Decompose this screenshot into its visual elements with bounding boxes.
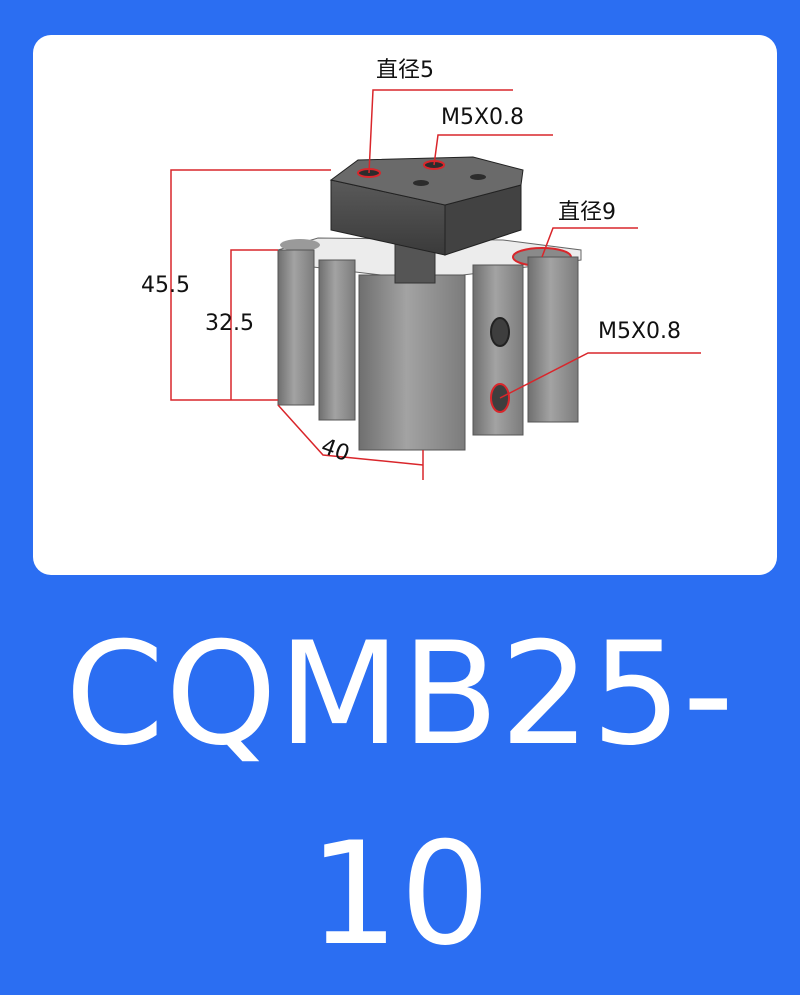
rod-thread-label: M5X0.8 [441, 105, 525, 130]
port-thread-label: M5X0.8 [598, 319, 682, 344]
dimension-lines [170, 89, 701, 480]
body-fin [318, 259, 356, 421]
body-height-label: 32.5 [205, 311, 254, 336]
end-plate-top [329, 156, 524, 206]
rod-hole-diameter-label: 直径5 [376, 58, 434, 83]
upper-port [490, 317, 510, 347]
product-image-card: 直径5 M5X0.8 直径9 M5X0.8 45.5 32.5 40 [33, 35, 777, 575]
body-fin [277, 249, 315, 406]
total-height-label: 45.5 [141, 273, 190, 298]
cylinder-drawing [170, 89, 701, 480]
model-number: CQMB25-10 [65, 612, 735, 977]
body-fin [358, 274, 466, 451]
mount-hole-diameter-label: 直径9 [558, 200, 616, 225]
body-fin [527, 256, 579, 423]
